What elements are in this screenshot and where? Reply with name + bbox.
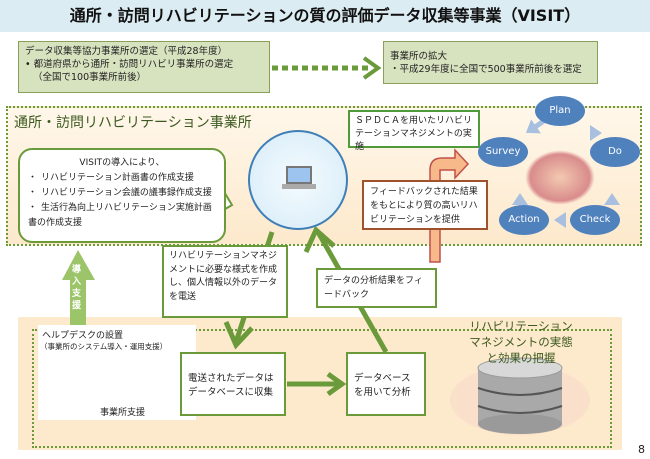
collect-box: 電送されたデータはデータベースに収集: [180, 352, 286, 416]
feedback-data-box: データの分析結果をフィードバック: [316, 268, 437, 308]
top-right-box: 事業所の拡大 ・平成29年度に全国で500事業所前後を選定: [383, 41, 598, 84]
bubble-item: リハビリテーション会議の議事録作成支援: [28, 186, 216, 201]
bubble-item: リハビリテーション計画書の作成支援: [28, 171, 216, 186]
center-region: [32, 329, 612, 448]
cycle-arrows: [512, 118, 620, 228]
laptop-base: [282, 184, 316, 189]
care-staff-illustration: [525, 150, 595, 205]
laptop-icon: [286, 166, 312, 184]
bubble-intro: VISITの導入により、: [79, 158, 165, 168]
cycle-plan: Plan: [535, 96, 585, 126]
top-left-line1: • 都道府県から通所・訪問リハビリ事業所の選定: [25, 59, 234, 70]
cycle-survey: Survey: [478, 137, 528, 167]
top-left-heading: データ収集等協力事業所の選定（平成28年度）: [25, 46, 228, 57]
cycle-check: Check: [570, 205, 620, 235]
analyze-box: データベースを用いて分析: [346, 352, 426, 416]
visit-system-circle: [248, 130, 348, 230]
top-right-heading: 事業所の拡大: [390, 51, 448, 62]
orange-arrow: [429, 148, 470, 263]
send-arrowhead: [223, 321, 254, 350]
support-arrow-label: 導入支援: [72, 265, 82, 311]
support-arrow: [62, 250, 95, 330]
database-icon: [477, 357, 563, 434]
feedback-result-box: フィードバックされた結果をもとにより質の高いリハビリテーションを提供: [362, 180, 488, 230]
top-left-line2: （全国で100事業所前後）: [33, 72, 147, 83]
feedback-arrowhead: [303, 225, 336, 254]
analyze-arrowhead: [326, 371, 347, 397]
spdca-box: ＳＰＤＣＡを用いたリハビリテーションマネジメントの実施: [348, 110, 480, 152]
dotted-arrow-head: [362, 56, 382, 80]
visit-benefits-bubble: VISITの導入により、 リハビリテーション計画書の作成支援 リハビリテーション…: [18, 148, 226, 243]
page-number: 8: [638, 443, 645, 456]
top-right-line1: ・平成29年度に全国で500事業所前後を選定: [390, 64, 582, 75]
grasp-text: リハビリテーションマネジメントの実態と効果の把握: [469, 319, 573, 365]
slide-title: 通所・訪問リハビリテーションの質の評価データ収集等事業（VISIT）: [0, 0, 650, 32]
cycle-action: Action: [499, 205, 549, 235]
helpdesk-caption: 事業所支援: [100, 408, 146, 418]
helpdesk-panel: ヘルプデスクの設置 （事業所のシステム導入・運用支援） 事業所支援: [38, 325, 196, 420]
helpdesk-subtitle: （事業所のシステム導入・運用支援）: [40, 342, 168, 351]
helpdesk-title: ヘルプデスクの設置: [42, 331, 124, 341]
facility-title: 通所・訪問リハビリテーション事業所: [14, 115, 252, 131]
send-data-box: リハビリテーションマネジメントに必要な様式を作成し、個人情報以外のデータを電送: [162, 245, 288, 318]
cycle-do: Do: [590, 137, 640, 167]
bubble-item: 生活行為向上リハビリテーション実施計画書の作成支援: [28, 201, 216, 231]
top-left-box: データ収集等協力事業所の選定（平成28年度） • 都道府県から通所・訪問リハビリ…: [18, 41, 270, 93]
